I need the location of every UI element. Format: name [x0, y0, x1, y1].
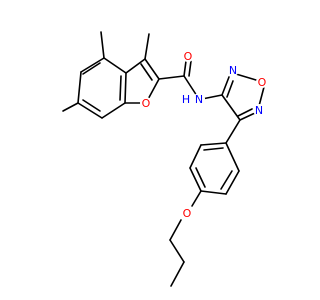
bond	[239, 112, 256, 121]
atom-label-n-ring-top: N	[229, 64, 237, 77]
bond	[201, 94, 223, 100]
bond	[220, 170, 233, 190]
bond-lines	[62, 31, 265, 287]
atom-label-o-carbonyl: O	[184, 50, 193, 63]
bond	[82, 99, 101, 112]
bond	[144, 58, 160, 80]
molecule-structure-diagram: O O N H N O N O	[62, 31, 268, 287]
bond	[124, 72, 127, 104]
atom-label-o-ether: O	[183, 207, 192, 220]
atom-labels: O O N H N O N O	[140, 50, 268, 220]
bond	[82, 62, 101, 75]
atom-label-o-furan: O	[142, 97, 151, 110]
bond	[119, 75, 122, 101]
bond	[170, 261, 185, 287]
bond	[221, 94, 241, 121]
bond	[221, 76, 230, 96]
bond	[203, 147, 224, 151]
atom-label-h-amide: H	[182, 93, 190, 106]
bond	[235, 73, 257, 81]
bond	[183, 60, 187, 77]
bond	[195, 167, 206, 188]
bond	[191, 190, 202, 207]
bond	[144, 33, 150, 60]
bond	[100, 31, 105, 59]
bond	[200, 190, 227, 195]
bond	[77, 102, 103, 119]
bond	[225, 119, 241, 144]
bond	[101, 102, 126, 119]
bond	[189, 167, 202, 192]
bond	[80, 57, 105, 73]
atom-label-o-ring: O	[258, 76, 267, 89]
bond	[226, 80, 234, 98]
bond	[158, 75, 185, 80]
bond	[225, 142, 240, 172]
bond	[169, 239, 185, 263]
bond	[103, 57, 127, 74]
bond	[125, 58, 146, 74]
bond	[140, 63, 153, 81]
bond	[169, 219, 182, 241]
bond	[189, 144, 202, 169]
bond	[258, 86, 265, 107]
bond	[225, 170, 240, 195]
bond	[237, 108, 253, 117]
bond	[200, 142, 227, 146]
bond	[77, 71, 82, 104]
bond	[188, 60, 192, 77]
atom-label-n-amide: N	[195, 93, 203, 106]
atom-label-n-ring-bottom: N	[255, 104, 263, 117]
bond	[183, 75, 198, 97]
bond	[62, 102, 79, 112]
